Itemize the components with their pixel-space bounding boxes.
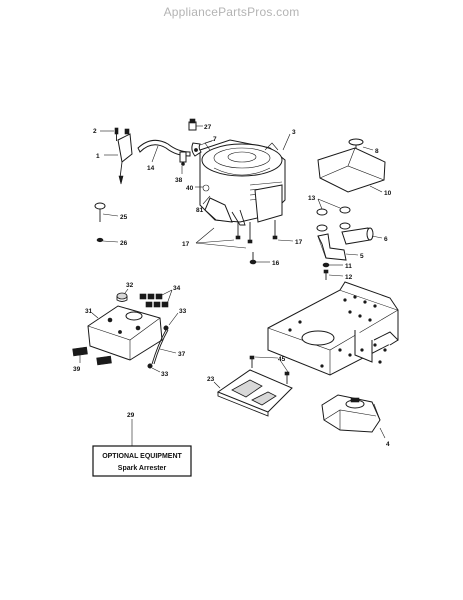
callout-38: 38 [175,177,183,184]
optional-equipment-box [92,445,192,477]
optional-equipment-subtitle: Spark Arrester [118,465,167,472]
part-39-filters [72,346,112,366]
callout-26: 26 [120,240,128,247]
chassis-plate [267,281,399,376]
callout-2: 2 [93,128,97,135]
part-17-bolts [235,220,278,244]
callout-12: 12 [345,274,353,281]
callout-40: 40 [186,185,194,192]
callout-34: 34 [173,285,181,292]
part-33-clamps [147,325,169,369]
callout-33-top: 33 [179,308,187,315]
part-11-washer [322,262,330,268]
part-1-bracket [117,128,133,185]
part-6-pipe [341,227,374,245]
part-45-bolts [249,355,290,384]
part-32-plug [116,292,128,302]
engine [199,139,286,226]
watermark: AppliancePartsPros.com [163,5,300,19]
callout-16: 16 [272,260,280,267]
part-34-terminals [139,293,169,308]
callout-10: 10 [384,190,392,197]
callout-14: 14 [147,165,155,172]
callout-45: 45 [278,356,286,363]
callout-31: 31 [85,308,93,315]
callout-29: 29 [127,412,135,419]
callout-8: 8 [375,148,379,155]
callout-3: 3 [292,129,296,136]
callout-37: 37 [178,351,186,358]
callout-17-right: 17 [295,239,303,246]
callout-11: 11 [345,263,352,270]
part-12-bolt [323,269,329,280]
callout-39: 39 [73,366,81,373]
callout-33-bottom: 33 [161,371,169,378]
callout-81: 81 [196,207,204,214]
callout-17-left: 17 [182,241,190,248]
callout-7: 7 [213,136,217,143]
part-37-fuel-line [151,329,167,365]
callout-23: 23 [207,376,215,383]
callout-25: 25 [120,214,128,221]
part-2-screw [114,127,119,141]
part-26-washer [96,237,104,243]
part-5-pipe [317,233,347,261]
callout-13: 13 [308,195,316,202]
callout-6: 6 [384,236,388,243]
part-7-clip [191,142,202,157]
part-4-muffler [321,394,381,433]
part-14-hose [137,139,191,157]
part-25-bolt [94,202,106,222]
callout-5: 5 [360,253,364,260]
callout-32: 32 [126,282,134,289]
part-27-fitting [188,118,197,131]
part-38 [179,151,187,166]
part-31-air-cleaner [87,305,163,361]
part-13-gaskets [316,206,351,232]
part-16-washer [249,259,257,265]
optional-equipment-title: OPTIONAL EQUIPMENT [102,453,182,460]
callout-1: 1 [96,153,100,160]
callout-4: 4 [386,441,390,448]
part-23-bracket [216,369,293,417]
callout-27: 27 [204,124,212,131]
